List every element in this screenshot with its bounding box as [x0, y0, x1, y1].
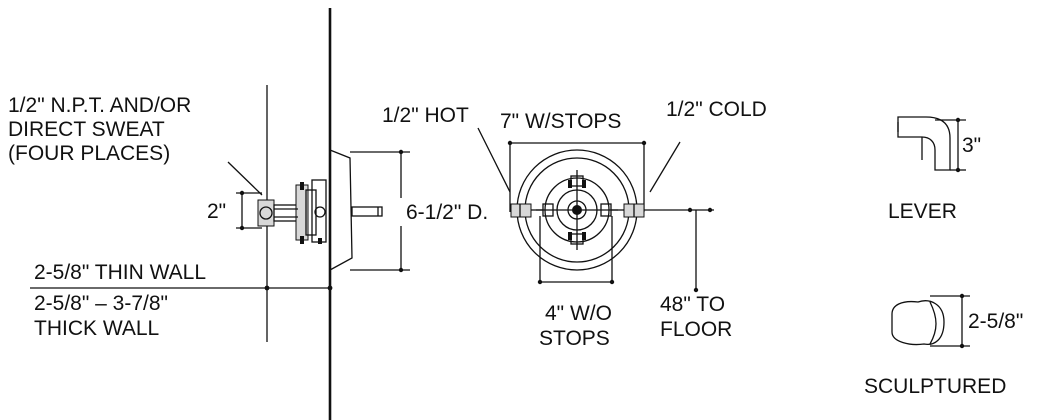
- connection-note-line1: 1/2" N.P.T. AND/OR: [8, 94, 191, 117]
- sculptured-dim-dot-bottom: [959, 343, 965, 349]
- lever-dim-dot-top: [955, 117, 961, 123]
- lever-dim-dot-bottom: [955, 167, 961, 173]
- center-dot-b: [707, 207, 713, 213]
- sculptured-handle: 2-5/8" SCULPTURED: [864, 293, 1023, 398]
- thick-wall-line1: 2-5/8" – 3-7/8": [34, 292, 168, 315]
- floor-dot: [693, 287, 699, 293]
- escutcheon-side: [329, 149, 353, 271]
- lever-handle-icon: [897, 116, 951, 171]
- cold-label: 1/2" COLD: [666, 98, 767, 121]
- connection-note-line3: (FOUR PLACES): [8, 142, 170, 165]
- valve-body-side: [257, 179, 327, 244]
- sculptured-dim-label: 2-5/8": [968, 310, 1023, 333]
- thin-wall-label: 2-5/8" THIN WALL: [34, 261, 206, 284]
- to-floor-line2: FLOOR: [660, 318, 732, 341]
- side-view: 1/2" N.P.T. AND/OR DIRECT SWEAT (FOUR PL…: [8, 8, 488, 420]
- hot-leader: [477, 127, 511, 193]
- dim-2in-dot-top: [239, 190, 245, 196]
- sculptured-dim-dot-top: [959, 293, 965, 299]
- hot-inlet: [510, 203, 532, 218]
- wo-stops-line1: 4" W/O: [545, 302, 612, 325]
- valve-body-front: [536, 170, 618, 250]
- sculptured-label: SCULPTURED: [864, 375, 1006, 398]
- stops-label: 7" W/STOPS: [500, 110, 621, 133]
- lever-label: LEVER: [888, 200, 957, 223]
- wo-stops-line2: STOPS: [539, 327, 610, 350]
- stem-side: [351, 206, 383, 217]
- to-floor-line1: 48" TO: [660, 293, 725, 316]
- dim-7in-dot-left: [507, 140, 513, 146]
- dim-dia-label: 6-1/2" D.: [406, 201, 488, 224]
- dim-2in-label: 2": [207, 200, 226, 223]
- connection-note-line2: DIRECT SWEAT: [8, 118, 165, 141]
- dim-4in-dot-left: [537, 279, 543, 285]
- dim-7in-dot-right: [641, 140, 647, 146]
- dim-2in-dot-bottom: [239, 225, 245, 231]
- connection-leader: [227, 161, 263, 196]
- front-view: 1/2" HOT 7" W/STOPS 1/2" COLD: [382, 98, 767, 350]
- sculptured-handle-icon: [891, 300, 945, 346]
- dim-dia-dot-bottom: [398, 267, 404, 273]
- center-dot-a: [687, 207, 693, 213]
- wall-dim-dot-right: [327, 285, 333, 291]
- hot-label: 1/2" HOT: [382, 104, 469, 127]
- dim-4in-dot-right: [609, 279, 615, 285]
- thick-wall-line2: THICK WALL: [34, 317, 159, 340]
- lever-handle: 3" LEVER: [888, 116, 981, 223]
- cold-leader: [649, 141, 681, 193]
- lever-dim-label: 3": [962, 134, 981, 157]
- dim-dia-dot-top: [398, 149, 404, 155]
- wall-dim-dot-left: [264, 285, 270, 291]
